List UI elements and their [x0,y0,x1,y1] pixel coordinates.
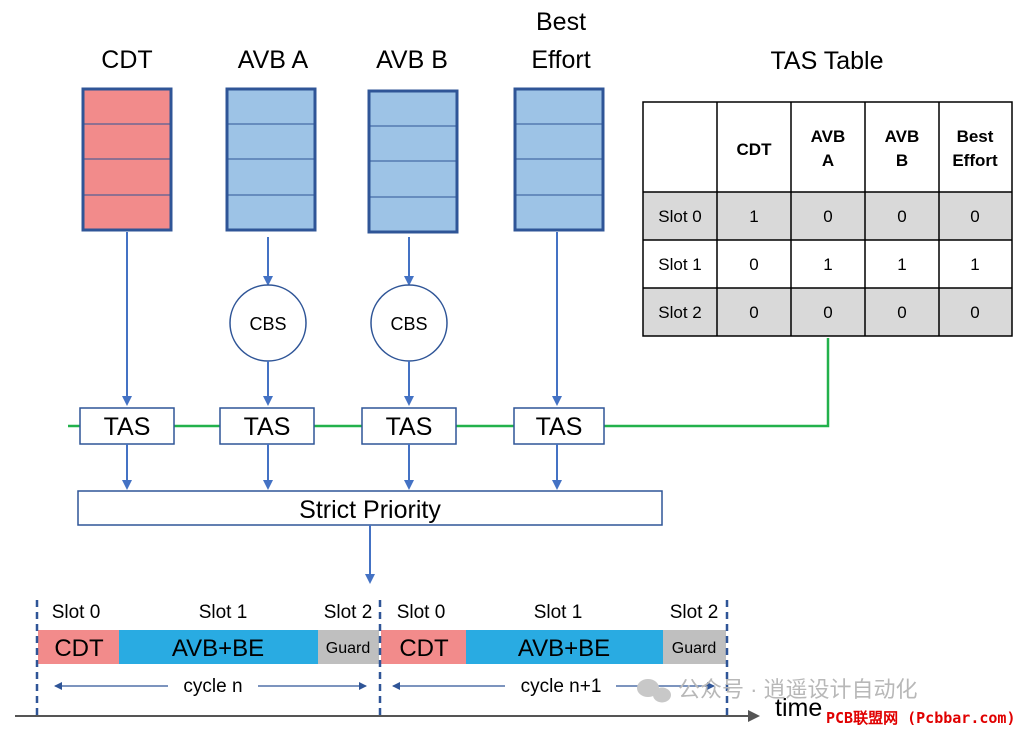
queue-label-best-effort-line2: Effort [531,46,590,74]
segment-label: AVB+BE [518,635,610,662]
tas-gate-cdt: TAS [79,407,175,445]
segment-label: CDT [399,635,449,662]
table-header-cdt: CDT [737,140,773,159]
queue-avb-a [225,87,317,232]
cycle-label: cycle n+1 [521,676,602,697]
cbs-shaper-avb-a: CBS [229,284,307,362]
gate-control-line [68,338,830,428]
table-cell: 1 [897,255,906,274]
segment-avb-be [119,630,318,664]
strict-priority-scheduler: Strict Priority [77,490,663,526]
queue-label-avb-b: AVB B [376,46,448,74]
svg-text:PCB联盟网 (Pcbbar.com): PCB联盟网 (Pcbbar.com) [826,709,1016,727]
segment-guard [318,630,379,664]
segment-cdt [381,630,466,664]
tas-table-title: TAS Table [770,47,883,75]
svg-text:TAS: TAS [536,413,583,441]
slot-label: Slot 1 [534,602,583,623]
segment-label: AVB+BE [172,635,264,662]
queue-label-cdt: CDT [101,46,152,74]
table-cell: 0 [749,303,758,322]
table-cell: Slot 0 [658,207,701,226]
cbs-shaper-avb-b: CBS [370,284,448,362]
wechat-icon [637,679,671,703]
table-cell: 0 [823,207,832,226]
svg-text:公众号 · 逍遥设计自动化: 公众号 · 逍遥设计自动化 [678,677,918,702]
svg-text:TAS: TAS [386,413,433,441]
queue-avb-b [367,89,459,234]
table-cell: 1 [823,255,832,274]
slot-label: Slot 2 [670,602,719,623]
time-axis-label: time [775,694,822,722]
table-header-be-line2: Effort [952,151,998,170]
segment-label: CDT [54,635,104,662]
tas-table: CDT AVB A AVB B Best Effort Slot 0 1 0 0… [642,101,1013,337]
table-cell: 0 [749,255,758,274]
svg-text:TAS: TAS [104,413,151,441]
table-header-avb-b-line1: AVB [885,127,920,146]
tas-gate-avb-a: TAS [219,407,315,445]
table-cell: 0 [970,303,979,322]
queue-label-avb-a: AVB A [238,46,309,74]
table-cell: 0 [897,207,906,226]
watermark: 公众号 · 逍遥设计自动化 PCB联盟网 (Pcbbar.com) [637,677,1016,727]
svg-text:Strict Priority: Strict Priority [299,496,441,524]
table-cell: 0 [897,303,906,322]
table-cell: Slot 1 [658,255,701,274]
svg-text:TAS: TAS [244,413,291,441]
queue-label-best-effort-line1: Best [536,8,586,36]
segment-label: Guard [672,640,716,657]
svg-text:CBS: CBS [390,314,427,334]
tas-gate-avb-b: TAS [361,407,457,445]
queue-best-effort [513,87,605,232]
slot-label: Slot 0 [397,602,446,623]
segment-avb-be [466,630,663,664]
table-cell: 0 [823,303,832,322]
table-header-avb-a-line2: A [822,151,834,170]
segment-cdt [38,630,119,664]
slot-label: Slot 1 [199,602,248,623]
table-cell: 1 [970,255,979,274]
table-header-avb-b-line2: B [896,151,908,170]
segment-guard [663,630,726,664]
cycle-label: cycle n [183,676,242,697]
table-header-avb-a-line1: AVB [811,127,846,146]
segment-label: Guard [326,640,370,657]
queue-cdt [81,87,173,232]
table-cell: Slot 2 [658,303,701,322]
table-cell: 1 [749,207,758,226]
slot-label: Slot 0 [52,602,101,623]
timeline-segments: CDT AVB+BE Guard CDT AVB+BE Guard [38,630,726,664]
tas-gate-best-effort: TAS [513,407,605,445]
table-header-be-line1: Best [957,127,994,146]
svg-text:CBS: CBS [249,314,286,334]
table-cell: 0 [970,207,979,226]
slot-label: Slot 2 [324,602,373,623]
